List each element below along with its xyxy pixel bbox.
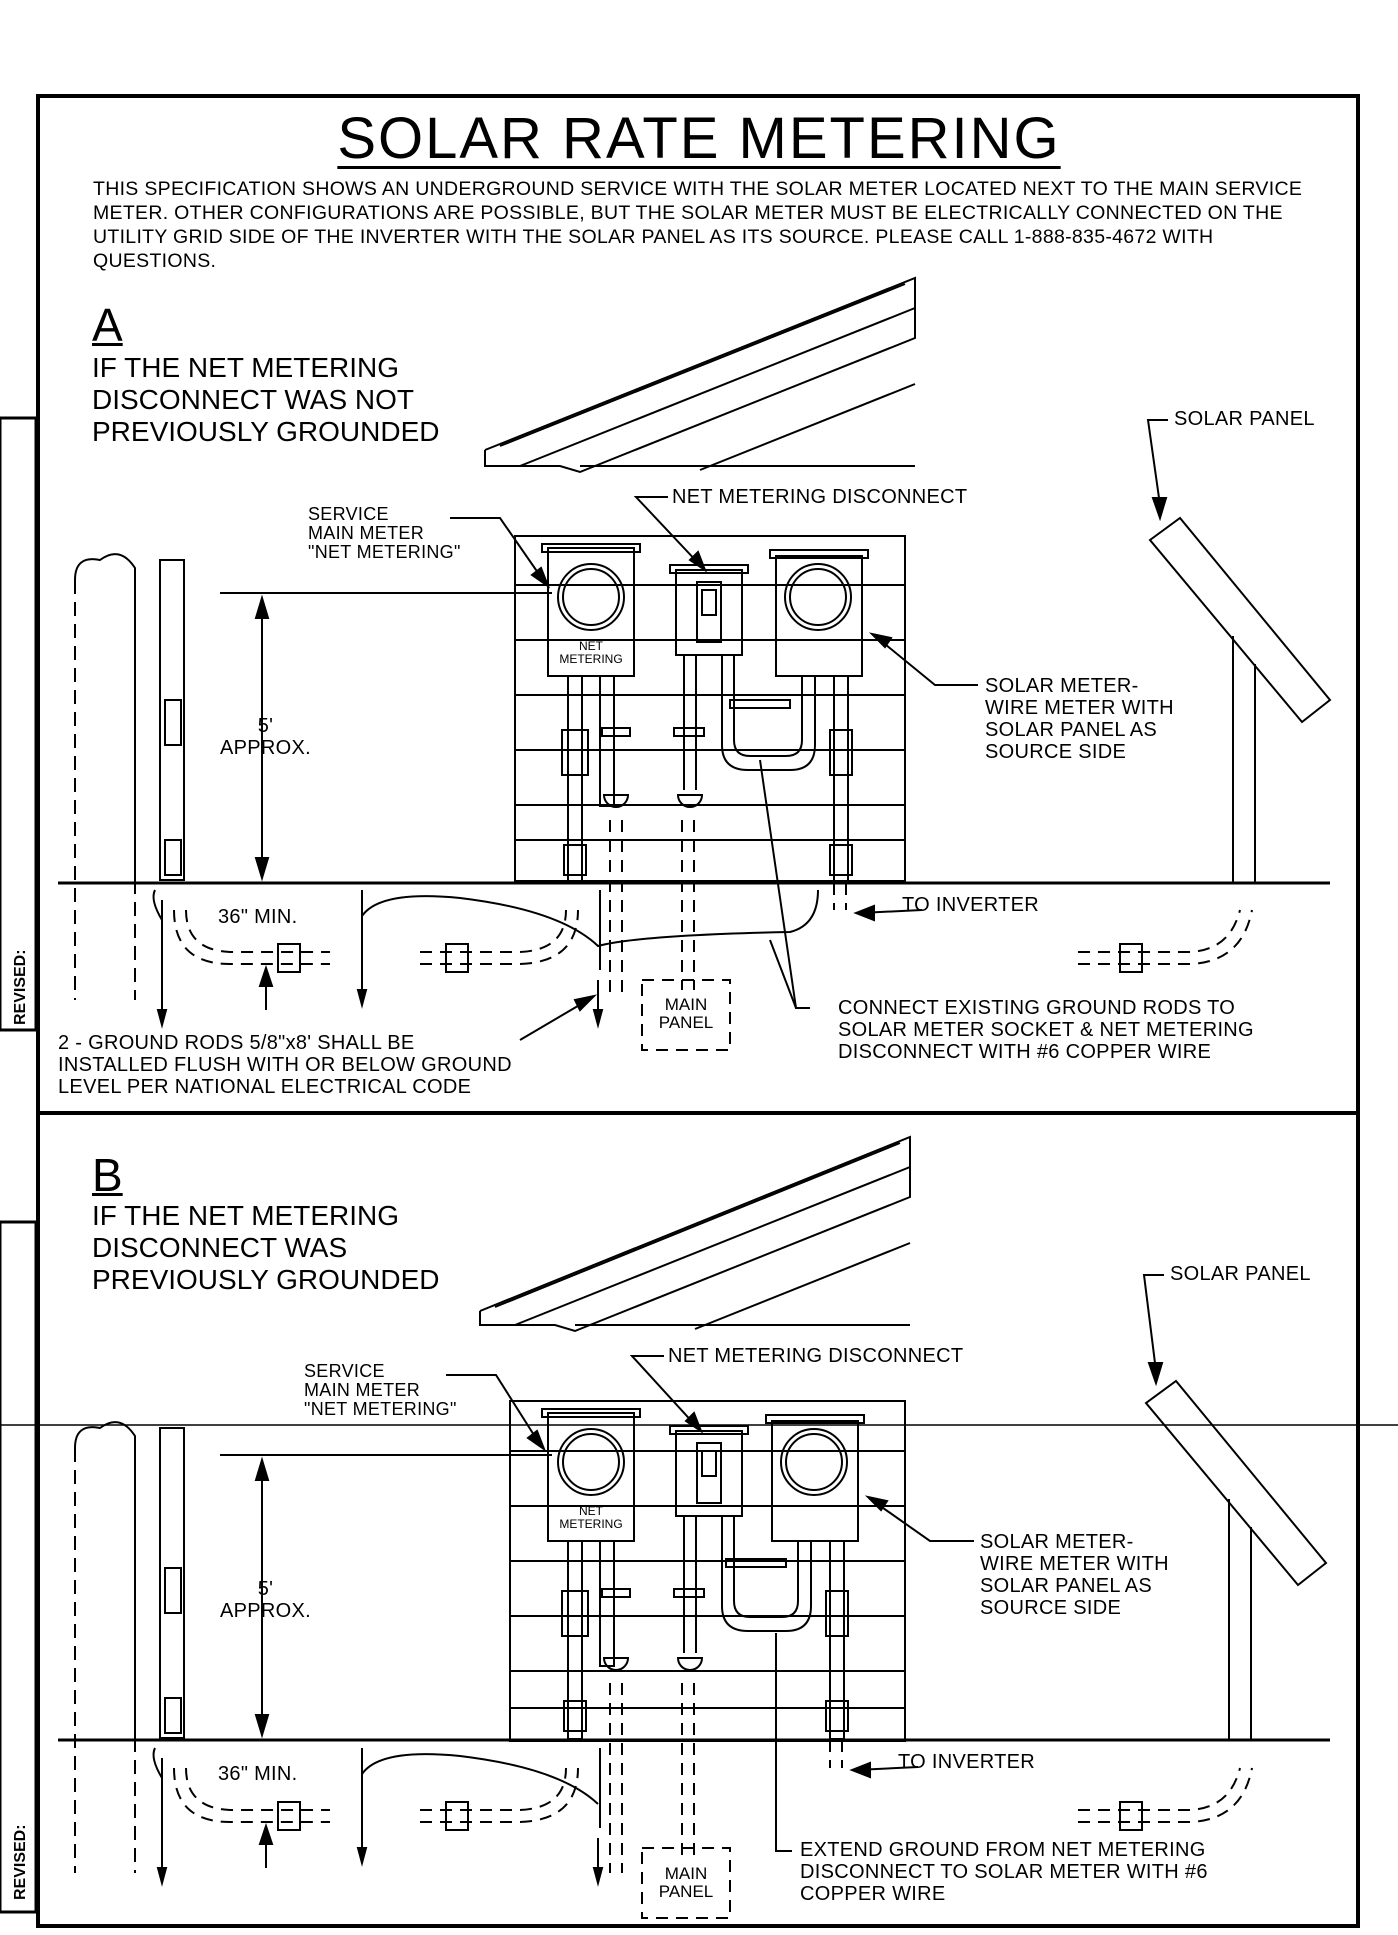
house-siding	[514, 535, 906, 882]
net-metering-disconnect	[601, 1425, 749, 1671]
net-metering-disconnect-label: NET METERING DISCONNECT	[672, 486, 968, 508]
underground-conduits	[173, 1683, 1253, 1919]
section-a: A IF THE NET METERING DISCONNECT WAS NOT…	[58, 276, 1332, 1098]
extend-ground-note: EXTEND GROUND FROM NET METERING DISCONNE…	[800, 1839, 1208, 1905]
conduit-coupler	[1119, 943, 1143, 973]
section-a-heading: IF THE NET METERING DISCONNECT WAS NOT P…	[92, 352, 440, 447]
solar-meter-label: SOLAR METER- WIRE METER WITH SOLAR PANEL…	[980, 1531, 1169, 1619]
section-b: B IF THE NET METERING DISCONNECT WAS PRE…	[0, 1113, 1398, 1935]
service-main-meter-label: SERVICE MAIN METER "NET METERING"	[308, 504, 461, 562]
solar-panel	[1144, 1379, 1328, 1740]
to-inverter-label: TO INVERTER	[902, 894, 1040, 916]
conduit-coupler	[445, 943, 469, 973]
conduit-coupler	[277, 943, 301, 973]
meter-face-label: NET METERING	[559, 1504, 623, 1531]
solar-panel-label: SOLAR PANEL	[1170, 1263, 1311, 1285]
ground-wire	[361, 1753, 599, 1805]
section-a-letter: A	[92, 299, 123, 351]
main-panel-label: MAIN PANEL	[658, 995, 714, 1032]
ground-wire	[361, 889, 819, 948]
net-metering-disconnect	[601, 564, 749, 808]
page-title: SOLAR RATE METERING	[337, 106, 1061, 171]
solar-meter-label: SOLAR METER- WIRE METER WITH SOLAR PANEL…	[985, 675, 1174, 763]
solar-panel	[1148, 516, 1332, 883]
solar-meter-socket	[721, 549, 869, 882]
ground-rods	[156, 1748, 604, 1887]
section-b-heading: IF THE NET METERING DISCONNECT WAS PREVI…	[92, 1200, 440, 1295]
conduit-coupler	[277, 1801, 301, 1831]
underground-conduits	[173, 820, 1253, 1051]
conduit-coupler	[445, 1801, 469, 1831]
house-siding	[509, 1400, 906, 1742]
min-depth-label: 36" MIN.	[218, 906, 298, 928]
solar-meter-socket	[721, 1414, 865, 1740]
main-panel-label: MAIN PANEL	[658, 1864, 714, 1901]
main-meter-socket	[541, 1408, 641, 1740]
service-main-meter-label: SERVICE MAIN METER "NET METERING"	[304, 1361, 457, 1419]
specification-description: THIS SPECIFICATION SHOWS AN UNDERGROUND …	[93, 178, 1303, 272]
solar-panel-label: SOLAR PANEL	[1174, 408, 1315, 430]
roof	[484, 276, 916, 474]
connect-ground-note: CONNECT EXISTING GROUND RODS TO SOLAR ME…	[838, 997, 1254, 1063]
section-a-diagram	[58, 276, 1332, 1051]
ground-rods-note: 2 - GROUND RODS 5/8"x8' SHALL BE INSTALL…	[58, 1032, 512, 1098]
to-inverter-label: TO INVERTER	[898, 1751, 1036, 1773]
min-depth-label: 36" MIN.	[218, 1763, 298, 1785]
main-meter-socket	[541, 543, 641, 882]
revision-box-b	[0, 1220, 38, 1914]
revision-box-a	[0, 416, 38, 1032]
outer-border	[36, 94, 1360, 1928]
utility-pole	[74, 553, 185, 1000]
height-label: 5' APPROX.	[220, 1578, 312, 1622]
section-b-letter: B	[92, 1149, 123, 1201]
section-b-diagram	[58, 1135, 1330, 1919]
net-metering-disconnect-label: NET METERING DISCONNECT	[668, 1345, 964, 1367]
meter-face-label: NET METERING	[559, 639, 623, 666]
height-label: 5' APPROX.	[220, 715, 312, 759]
utility-pole	[74, 1421, 185, 1873]
roof	[479, 1135, 911, 1333]
conduit-coupler	[1119, 1801, 1143, 1831]
